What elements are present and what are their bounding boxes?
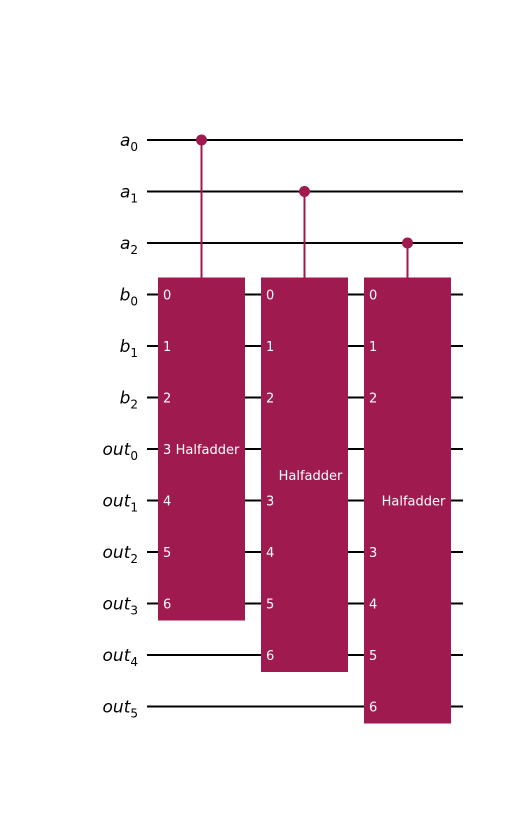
qubit-label-b-1: b1: [120, 337, 138, 360]
gate-pin-label: 5: [163, 546, 171, 561]
control-dot: [299, 186, 310, 197]
qubit-label-a-1: a1: [120, 183, 138, 206]
gate-box: [364, 277, 451, 724]
gate-pin-label: 3: [266, 495, 274, 510]
gate-pin-label: 2: [163, 392, 171, 407]
qubit-label-b-2: b2: [120, 389, 138, 412]
gate-pin-label: 6: [369, 701, 377, 716]
gate-pin-label: 2: [266, 392, 274, 407]
gate-box: [261, 277, 348, 672]
gate-pin-label: 5: [369, 649, 377, 664]
gate-pin-label: 3: [163, 443, 171, 458]
qubit-label-out-2: out2: [103, 543, 138, 566]
gate-pin-label: 4: [369, 598, 377, 613]
qubit-label-a-0: a0: [120, 131, 138, 154]
gate-pin-label: 0: [163, 289, 171, 304]
gate-pin-label: 0: [369, 289, 377, 304]
gate-pin-label: 5: [266, 598, 274, 613]
gate-pin-label: 6: [163, 598, 171, 613]
qubit-labels: a0 a1 a2 b0 b1 b2 out0 out1 out2 out3 out4 out5: [103, 131, 138, 721]
gate-pin-label: 1: [163, 340, 171, 355]
gate-pin-label: 3: [369, 546, 377, 561]
gates: 0 1 2 3 4 5 6 Halfadder 0 1 2 3 4 5 6 Halfadder 0 1 2 3 4 5 6 H…: [158, 134, 451, 724]
gate-pin-label: 4: [266, 546, 274, 561]
gate-label: Halfadder: [279, 469, 343, 484]
gate-box: [158, 277, 245, 621]
halfadder-gate-1: 0 1 2 3 4 5 6 Halfadder: [158, 134, 245, 621]
control-dot: [196, 134, 207, 146]
halfadder-gate-2: 0 1 2 3 4 5 6 Halfadder: [261, 186, 348, 672]
gate-pin-label: 0: [266, 289, 274, 304]
gate-pin-label: 2: [369, 392, 377, 407]
qubit-label-a-2: a2: [120, 234, 138, 257]
gate-pin-label: 6: [266, 649, 274, 664]
qubit-label-out-4: out4: [103, 646, 138, 669]
qubit-label-out-5: out5: [103, 698, 138, 721]
halfadder-gate-3: 0 1 2 3 4 5 6 Halfadder: [364, 237, 451, 724]
control-dot: [402, 237, 413, 249]
gate-label: Halfadder: [382, 495, 446, 510]
qubit-label-b-0: b0: [120, 286, 138, 309]
qubit-label-out-1: out1: [103, 492, 138, 515]
qubit-label-out-3: out3: [103, 595, 138, 618]
gate-pin-label: 1: [266, 340, 274, 355]
gate-pin-label: 4: [163, 495, 171, 510]
gate-pin-label: 1: [369, 340, 377, 355]
qubit-label-out-0: out0: [103, 440, 138, 463]
gate-label: Halfadder: [176, 443, 240, 458]
